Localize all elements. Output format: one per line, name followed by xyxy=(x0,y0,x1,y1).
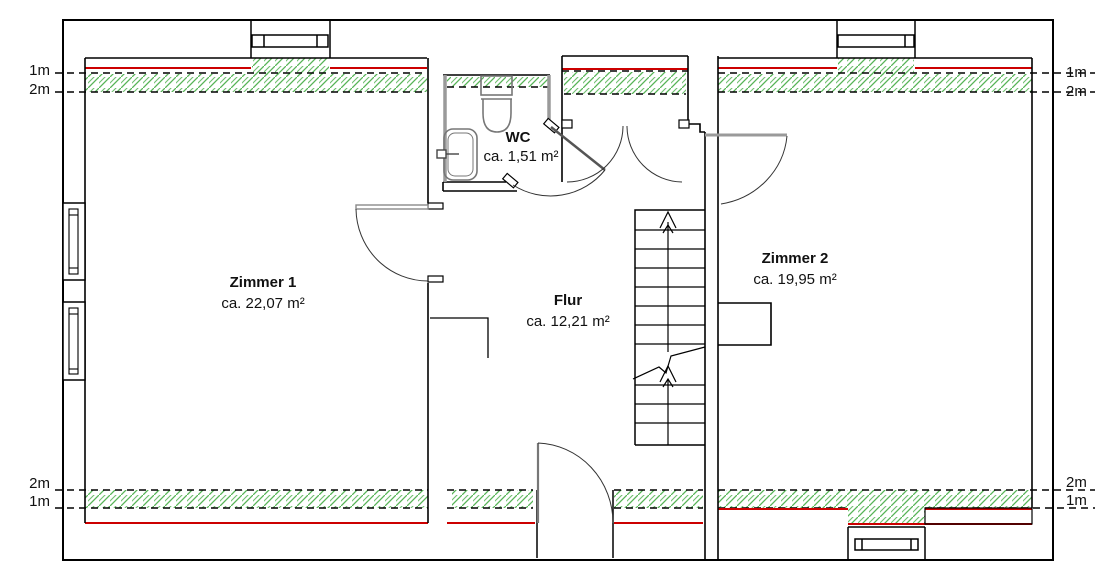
marker-bottom-right-2m: 2m xyxy=(1066,474,1087,491)
toilet-icon xyxy=(480,75,513,133)
height-marker-labels: 1m 2m 2m 1m 1m 2m 2m 1m xyxy=(29,62,1087,510)
marker-top-right-2m: 2m xyxy=(1066,83,1087,100)
dormer-bottom-right xyxy=(847,526,926,560)
stair-walkline-arrow-upper xyxy=(659,210,677,234)
dormer-top-left xyxy=(250,20,331,58)
door-zimmer2 xyxy=(705,133,788,205)
marker-top-right-1m: 1m xyxy=(1066,64,1087,81)
room-label-flur: Flur xyxy=(554,292,582,309)
marker-bottom-left-2m: 2m xyxy=(29,475,50,492)
inner-walls xyxy=(84,55,1033,560)
room-label-wc: WC xyxy=(506,129,531,146)
outer-wall xyxy=(62,19,1054,561)
marker-top-left-1m: 1m xyxy=(29,62,50,79)
sloped-ceiling-hatch-areas xyxy=(85,58,1032,523)
sink-icon xyxy=(436,128,478,181)
stair-walkline-arrow-lower xyxy=(659,364,677,388)
marker-bottom-left-1m: 1m xyxy=(29,493,50,510)
door-flur-bottom xyxy=(536,442,614,558)
door-flur-double-swing xyxy=(561,119,690,183)
dormer-top-right xyxy=(836,20,916,58)
room-area-zimmer1: ca. 22,07 m² xyxy=(221,295,304,312)
door-wc xyxy=(501,117,606,197)
marker-top-left-2m: 2m xyxy=(29,81,50,98)
window-left-lower xyxy=(62,301,86,381)
room-label-zimmer2: Zimmer 2 xyxy=(762,250,829,267)
height-contour-lines xyxy=(55,70,1095,509)
room-area-zimmer2: ca. 19,95 m² xyxy=(753,271,836,288)
window-left-upper xyxy=(62,202,86,281)
stair-break-line xyxy=(632,346,706,380)
door-zimmer1 xyxy=(355,202,444,283)
marker-bottom-right-1m: 1m xyxy=(1066,492,1087,509)
one-meter-wall-lines xyxy=(85,67,1032,525)
staircase xyxy=(632,209,706,446)
room-label-zimmer1: Zimmer 1 xyxy=(230,274,297,291)
room-area-flur: ca. 12,21 m² xyxy=(526,313,609,330)
room-area-wc: ca. 1,51 m² xyxy=(483,148,558,165)
